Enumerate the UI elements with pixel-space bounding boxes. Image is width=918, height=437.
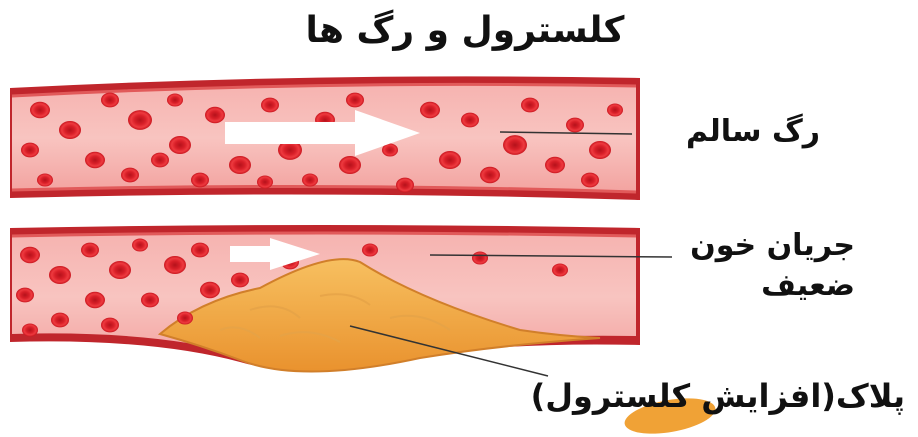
blood-cell <box>200 282 220 298</box>
blood-cell <box>109 261 131 279</box>
blood-cell <box>16 288 34 303</box>
blood-cell <box>545 157 565 173</box>
blood-cell <box>177 311 193 324</box>
blood-cell <box>101 93 119 108</box>
blood-cell <box>229 156 251 174</box>
blood-cell <box>396 178 414 193</box>
blood-cell <box>20 247 40 263</box>
blood-cell <box>339 156 361 174</box>
blood-cell <box>21 143 39 158</box>
blood-cell <box>521 98 539 113</box>
blood-cell <box>191 173 209 188</box>
weak-flow-label-line1: جریان خون <box>680 226 855 266</box>
weak-flow-label: جریان خون ضعیف <box>680 226 855 306</box>
blood-cell <box>566 118 584 133</box>
blood-cell <box>472 251 488 264</box>
blood-cell <box>81 243 99 258</box>
weak-flow-label-line2: ضعیف <box>680 266 855 306</box>
blood-cell <box>22 323 38 336</box>
blood-cell <box>85 292 105 308</box>
blood-cell <box>581 173 599 188</box>
plaque-label: پلاک(افزایش کلسترول) <box>520 376 905 416</box>
blood-cell <box>151 153 169 168</box>
blood-cell <box>169 136 191 154</box>
blood-cell <box>128 110 152 130</box>
blood-cell <box>231 273 249 288</box>
blood-cell <box>420 102 440 118</box>
narrowed-vessel <box>10 225 640 372</box>
blood-cell <box>101 318 119 333</box>
blood-cell <box>461 113 479 128</box>
blood-cell <box>37 173 53 186</box>
blood-cell <box>503 135 527 155</box>
blood-cell <box>191 243 209 258</box>
blood-cell <box>141 293 159 308</box>
blood-cell <box>30 102 50 118</box>
blood-cell <box>552 263 568 276</box>
healthy-vessel-label: رگ سالم <box>650 112 820 152</box>
blood-cell <box>121 168 139 183</box>
blood-cell <box>205 107 225 123</box>
healthy-vessel <box>10 76 640 200</box>
blood-cell <box>85 152 105 168</box>
blood-cell <box>261 98 279 113</box>
blood-cell <box>167 93 183 106</box>
blood-cell <box>439 151 461 169</box>
blood-cell <box>49 266 71 284</box>
blood-cell <box>589 141 611 159</box>
blood-cell <box>132 238 148 251</box>
blood-cell <box>51 313 69 328</box>
blood-cell <box>346 93 364 108</box>
blood-cell <box>607 103 623 116</box>
blood-cell <box>164 256 186 274</box>
blood-cell <box>59 121 81 139</box>
blood-cell <box>302 173 318 186</box>
blood-cell <box>362 243 378 256</box>
blood-cell <box>257 175 273 188</box>
blood-cell <box>480 167 500 183</box>
